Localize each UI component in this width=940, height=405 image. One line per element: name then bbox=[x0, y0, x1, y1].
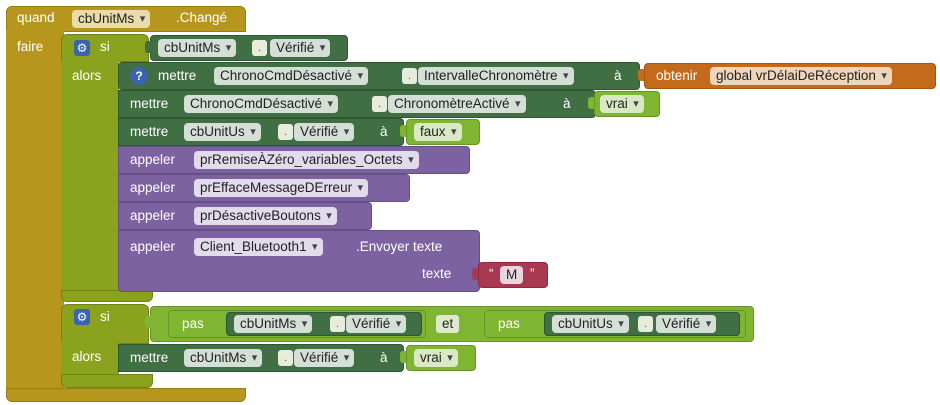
dot-separator: . bbox=[278, 350, 293, 366]
event-name-label: .Changé bbox=[176, 10, 228, 25]
gear-icon[interactable]: ⚙ bbox=[74, 40, 90, 56]
if2-set-prop-dropdown[interactable]: Vérifié bbox=[294, 349, 355, 367]
plug bbox=[400, 125, 406, 137]
a-label: à bbox=[614, 68, 622, 83]
s3-component-dropdown[interactable]: cbUnitUs bbox=[184, 123, 261, 141]
bool-dropdown[interactable]: vrai bbox=[414, 349, 458, 367]
event-component-dropdown[interactable]: cbUnitMs bbox=[72, 10, 151, 28]
appeler-label: appeler bbox=[130, 239, 176, 254]
dot-separator: . bbox=[278, 124, 293, 140]
if-block-2-footer bbox=[61, 374, 153, 388]
if1-cond-component-dropdown[interactable]: cbUnitMs bbox=[158, 39, 237, 57]
string-value[interactable]: M bbox=[500, 266, 524, 284]
bool-dropdown[interactable]: vrai bbox=[600, 95, 644, 113]
procedure-dropdown[interactable]: prDésactiveBoutons bbox=[194, 207, 337, 225]
si-label-2: si bbox=[100, 309, 110, 324]
if-block-1-left bbox=[61, 60, 119, 300]
et-label: et bbox=[436, 315, 460, 333]
dot-separator: . bbox=[330, 316, 345, 332]
mettre-label: mettre bbox=[158, 68, 197, 83]
bluetooth-component-dropdown[interactable]: Client_Bluetooth1 bbox=[194, 238, 323, 256]
alors-label-1: alors bbox=[72, 68, 102, 83]
procedure-dropdown[interactable]: prEffaceMessageDErreur bbox=[194, 179, 369, 197]
if2-set-component-dropdown[interactable]: cbUnitMs bbox=[184, 349, 263, 367]
appeler-label: appeler bbox=[130, 152, 176, 167]
procedure-dropdown[interactable]: prRemiseÀZéro_variables_Octets bbox=[194, 151, 419, 169]
close-quote: ” bbox=[530, 266, 535, 281]
not2-prop-dropdown[interactable]: Vérifié bbox=[656, 315, 717, 333]
not1-component-dropdown[interactable]: cbUnitMs bbox=[234, 315, 313, 333]
event-block-footer bbox=[6, 388, 246, 402]
s1-prop-dropdown[interactable]: IntervalleChronomètre bbox=[418, 67, 574, 85]
a-label: à bbox=[380, 350, 388, 365]
plug bbox=[145, 41, 151, 53]
faire-label: faire bbox=[17, 39, 44, 54]
a-label: à bbox=[563, 96, 571, 111]
set-block-3[interactable] bbox=[118, 118, 404, 146]
plug bbox=[588, 97, 594, 109]
a-label: à bbox=[380, 124, 388, 139]
si-label-1: si bbox=[100, 39, 110, 54]
help-icon[interactable]: ? bbox=[130, 67, 148, 85]
s2-component-dropdown[interactable]: ChronoCmdDésactivé bbox=[184, 95, 339, 113]
if1-cond-prop-dropdown[interactable]: Vérifié bbox=[270, 39, 331, 57]
mettre-label: mettre bbox=[130, 124, 169, 139]
event-block-left bbox=[6, 30, 64, 390]
plug bbox=[638, 69, 644, 81]
method-label: .Envoyer texte bbox=[356, 239, 443, 254]
dot-separator: . bbox=[252, 40, 267, 56]
bool-dropdown[interactable]: faux bbox=[414, 123, 462, 141]
gear-icon[interactable]: ⚙ bbox=[74, 309, 90, 325]
s3-prop-dropdown[interactable]: Vérifié bbox=[294, 123, 355, 141]
texte-param-label: texte bbox=[422, 266, 452, 281]
plug bbox=[145, 316, 151, 328]
appeler-label: appeler bbox=[130, 180, 176, 195]
obtenir-label: obtenir bbox=[656, 68, 698, 83]
dot-separator: . bbox=[372, 96, 387, 112]
plug bbox=[400, 351, 406, 363]
plug bbox=[472, 268, 478, 280]
dot-separator: . bbox=[638, 316, 653, 332]
mettre-label: mettre bbox=[130, 350, 169, 365]
not2-component-dropdown[interactable]: cbUnitUs bbox=[552, 315, 629, 333]
not1-prop-dropdown[interactable]: Vérifié bbox=[346, 315, 407, 333]
dot-separator: . bbox=[402, 68, 417, 84]
mettre-label: mettre bbox=[130, 96, 169, 111]
open-quote: “ bbox=[489, 266, 494, 281]
if-block-2-left bbox=[61, 340, 119, 380]
appeler-label: appeler bbox=[130, 208, 176, 223]
pas-label: pas bbox=[498, 316, 520, 331]
s2-prop-dropdown[interactable]: ChronomètreActivé bbox=[388, 95, 526, 113]
quand-label: quand bbox=[17, 10, 55, 25]
global-var-dropdown[interactable]: global vrDélaiDeRéception bbox=[710, 67, 892, 85]
s1-component-dropdown[interactable]: ChronoCmdDésactivé bbox=[214, 67, 369, 85]
if-block-1-footer bbox=[61, 290, 153, 302]
pas-label: pas bbox=[182, 316, 204, 331]
alors-label-2: alors bbox=[72, 349, 102, 364]
